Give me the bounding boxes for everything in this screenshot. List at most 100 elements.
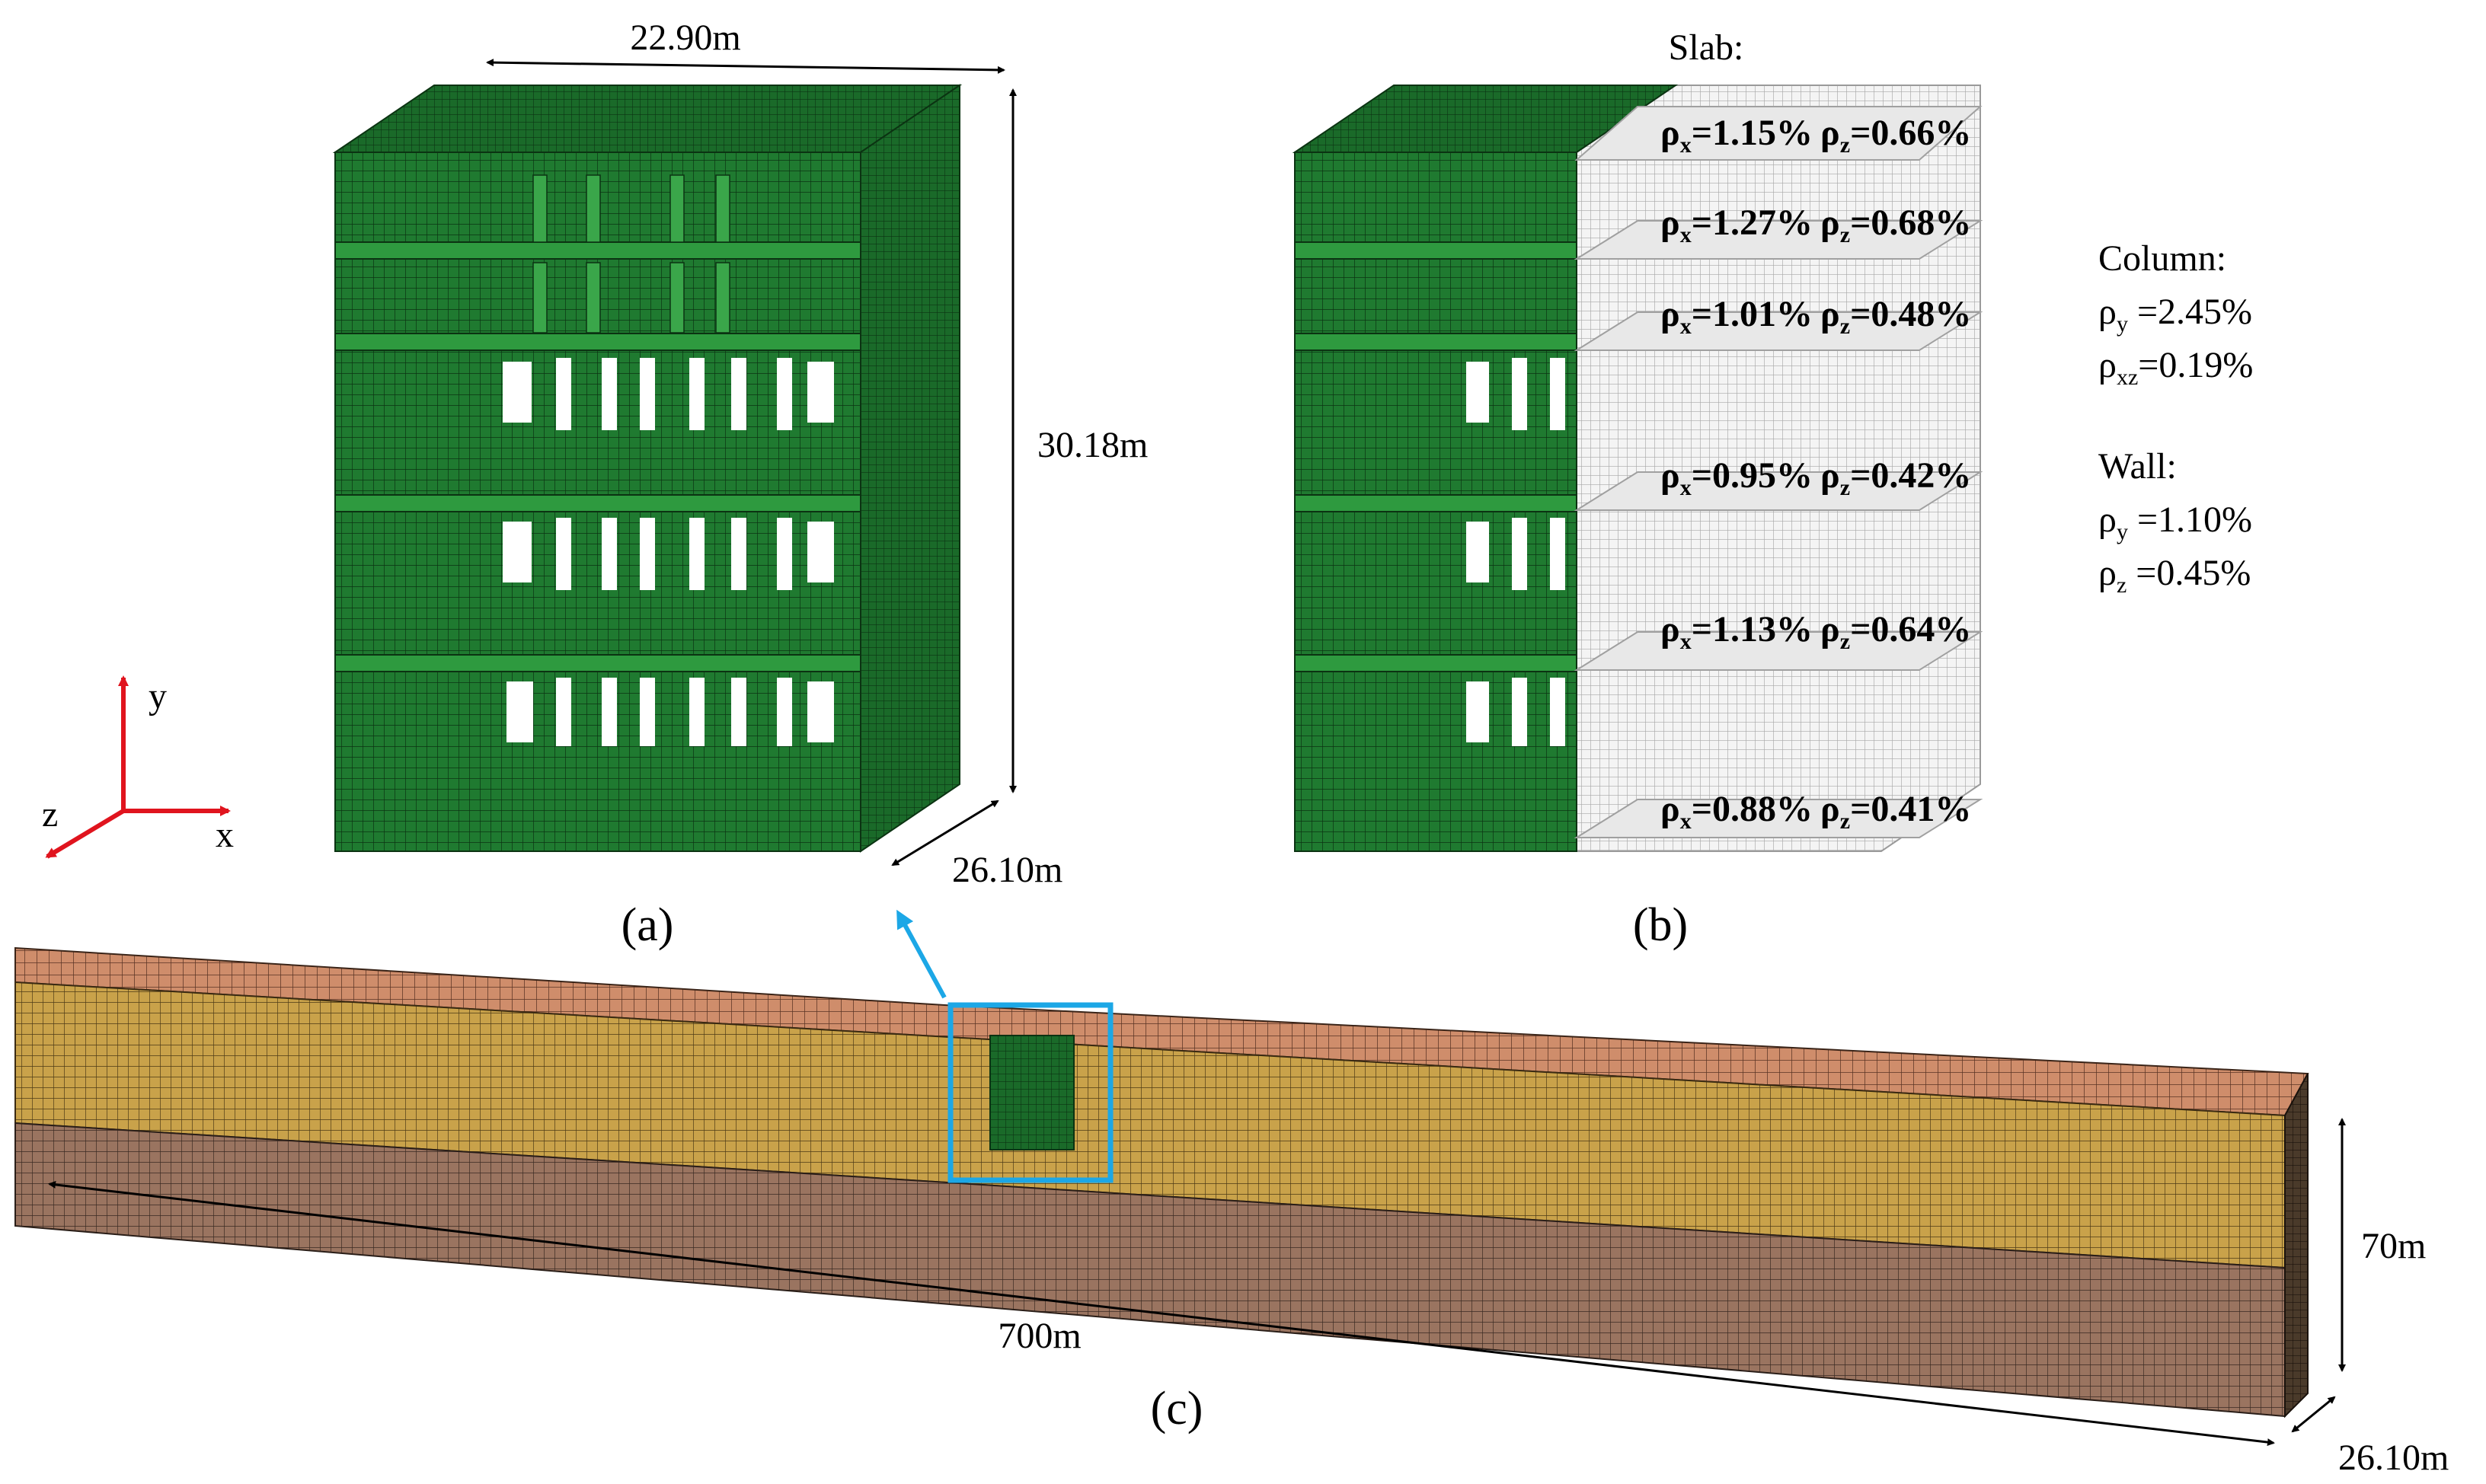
rho-z-value: =0.66% <box>1850 113 1971 153</box>
rho-z-value: =0.42% <box>1850 455 1971 496</box>
floor-slabs-b <box>1294 241 1577 672</box>
wall-rho-y: ρy =1.10% <box>2098 499 2252 544</box>
rho-symbol: ρ <box>1820 609 1840 649</box>
openings-b <box>1466 358 1565 746</box>
slab-ratio-floor-2: ρx=1.27%ρz=0.68% <box>1660 203 1971 247</box>
length-dimension-line <box>48 1180 2275 1447</box>
upper-columns <box>532 174 730 334</box>
z-subscript: z <box>1840 222 1850 247</box>
column-rho-y-value: =2.45% <box>2128 292 2252 332</box>
xz-subscript: xz <box>2117 365 2138 390</box>
z-subscript: z <box>1840 629 1850 654</box>
rho-x-value: =0.88% <box>1692 789 1813 829</box>
depth-dimension-line <box>891 799 999 866</box>
openings-storey-4 <box>503 518 834 590</box>
rho-symbol: ρ <box>1820 113 1840 153</box>
slab-ratio-floor-4: ρx=0.95%ρz=0.42% <box>1660 455 1971 500</box>
slab-ratio-labels: ρx=1.15%ρz=0.66% ρx=1.27%ρz=0.68% ρx=1.0… <box>1660 113 1971 834</box>
rho-symbol: ρ <box>1660 789 1680 829</box>
panel-b-label: (b) <box>1633 899 1688 951</box>
rho-x-value: =1.01% <box>1692 294 1813 334</box>
slab-title: Slab: <box>1669 27 1744 68</box>
column-title: Column: <box>2098 238 2226 279</box>
structure-highlight-box <box>947 1002 1114 1183</box>
rho-x-value: =1.13% <box>1692 609 1813 649</box>
x-subscript: x <box>1680 629 1692 654</box>
embedded-structure <box>989 1035 1075 1150</box>
slab-ratio-floor-6: ρx=0.88%ρz=0.41% <box>1660 789 1971 834</box>
y-subscript: y <box>2117 311 2128 337</box>
soil-end-face <box>2284 1073 2309 1419</box>
rho-z-value: =0.68% <box>1850 203 1971 243</box>
rho-symbol: ρ <box>1820 294 1840 334</box>
width-label: 22.90m <box>630 18 740 58</box>
rho-symbol: ρ <box>1820 203 1840 243</box>
column-rho-xz: ρxz=0.19% <box>2098 345 2253 390</box>
x-subscript: x <box>1680 475 1692 500</box>
y-axis-label: y <box>149 676 167 716</box>
z-subscript: z <box>1840 809 1850 834</box>
column-rho-y: ρy =2.45% <box>2098 292 2252 337</box>
structure-side-face <box>860 84 960 853</box>
width-dimension-line <box>486 59 1005 74</box>
wall-rho-z: ρz =0.45% <box>2098 553 2251 598</box>
depth-label: 26.10m <box>952 850 1062 890</box>
slab-plates <box>1574 106 1983 838</box>
floor-slabs <box>334 241 861 672</box>
model-height-label: 70m <box>2361 1226 2426 1266</box>
z-subscript: z <box>1840 314 1850 339</box>
panel-b-structure <box>1292 85 1983 852</box>
model-depth-label: 26.10m <box>2338 1438 2449 1478</box>
z-subscript: z <box>1840 475 1850 500</box>
column-rho-xz-value: =0.19% <box>2138 345 2253 385</box>
rho-z-value: =0.41% <box>1850 789 1971 829</box>
x-subscript: x <box>1680 809 1692 834</box>
rho-x-value: =1.27% <box>1692 203 1813 243</box>
rho-symbol: ρ <box>1660 113 1680 153</box>
rho-symbol: ρ <box>1660 203 1680 243</box>
rho-z-value: =0.64% <box>1850 609 1971 649</box>
axis-triad <box>45 675 231 859</box>
openings-storey-3 <box>503 358 834 430</box>
x-subscript: x <box>1680 222 1692 247</box>
structure-top-face <box>332 85 963 153</box>
rho-symbol: ρ <box>1660 294 1680 334</box>
rho-x-value: =0.95% <box>1692 455 1813 496</box>
wall-title: Wall: <box>2098 446 2177 487</box>
rho-symbol: ρ <box>2098 553 2117 593</box>
highlight-pointer-arrow <box>896 909 947 999</box>
wall-rho-z-value: =0.45% <box>2127 553 2251 593</box>
height-label: 30.18m <box>1037 425 1148 465</box>
rho-symbol: ρ <box>1660 609 1680 649</box>
member-specs: Column: ρy =2.45% ρxz=0.19% Wall: ρy =1.… <box>2098 238 2253 598</box>
x-axis-label: x <box>216 815 234 855</box>
z-subscript: z <box>2117 573 2127 598</box>
rho-z-value: =0.48% <box>1850 294 1971 334</box>
slab-ratio-floor-5: ρx=1.13%ρz=0.64% <box>1660 609 1971 654</box>
z-axis-label: z <box>42 794 58 835</box>
panel-c-label: (c) <box>1151 1383 1203 1435</box>
openings-storey-5 <box>506 678 834 746</box>
z-axis-arrow <box>45 809 125 859</box>
rho-symbol: ρ <box>2098 292 2117 332</box>
panel-c-dimensions <box>48 1118 2346 1447</box>
panel-a-dimensions <box>486 59 1017 866</box>
rho-x-value: =1.15% <box>1692 113 1813 153</box>
x-subscript: x <box>1680 314 1692 339</box>
panel-a-structure <box>332 84 963 853</box>
slab-ratio-floor-1: ρx=1.15%ρz=0.66% <box>1660 113 1971 158</box>
length-label: 700m <box>998 1316 1081 1356</box>
slab-ratio-floor-3: ρx=1.01%ρz=0.48% <box>1660 294 1971 339</box>
wall-rho-y-value: =1.10% <box>2128 499 2252 540</box>
panel-c-soil-model <box>14 946 2309 1419</box>
rho-symbol: ρ <box>1820 455 1840 496</box>
x-subscript: x <box>1680 132 1692 158</box>
panel-a-label: (a) <box>622 899 674 951</box>
rho-symbol: ρ <box>2098 345 2117 385</box>
rho-symbol: ρ <box>1820 789 1840 829</box>
rho-symbol: ρ <box>2098 499 2117 540</box>
model-depth-dimension-line <box>2291 1396 2336 1433</box>
rho-symbol: ρ <box>1660 455 1680 496</box>
z-subscript: z <box>1840 132 1850 158</box>
